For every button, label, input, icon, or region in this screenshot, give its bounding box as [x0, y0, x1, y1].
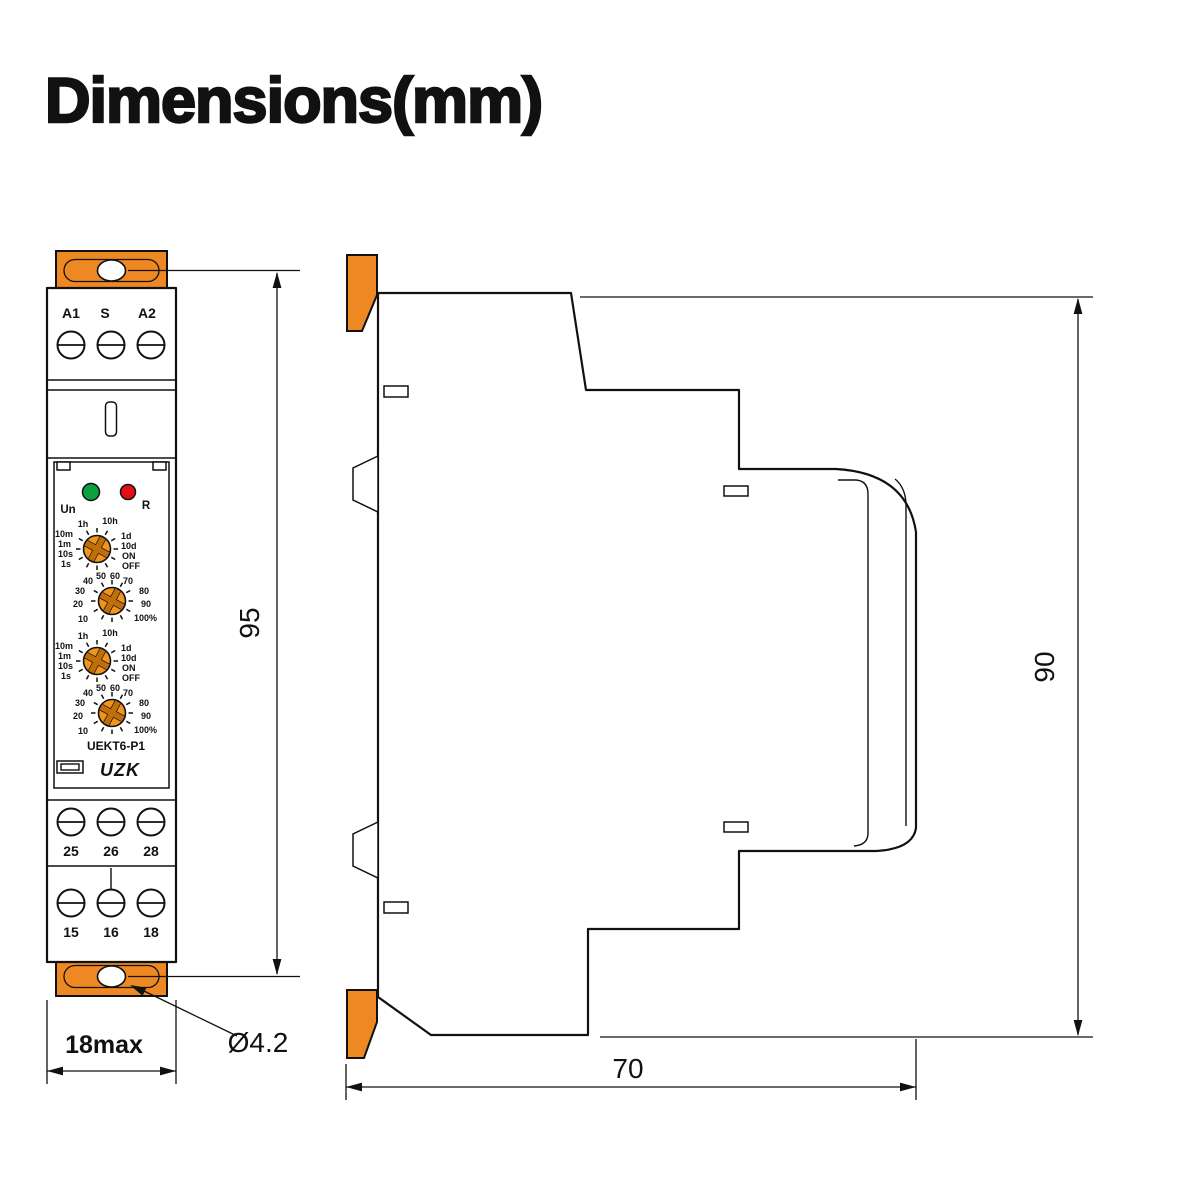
terminal-label: 16 [103, 924, 119, 940]
led-green [81, 482, 101, 502]
dial-label: 10s [58, 549, 73, 559]
terminal-label: A1 [62, 305, 80, 321]
arrowhead-icon [1073, 1020, 1083, 1036]
dial-label: 10d [121, 541, 137, 551]
dim-value: Ø4.2 [228, 1027, 289, 1058]
side-body [376, 291, 918, 1037]
led-red [119, 483, 137, 501]
dial-label: 1h [78, 519, 89, 529]
code-slot-inner [60, 763, 80, 771]
led-green-label: Un [60, 504, 75, 516]
center-slot [104, 401, 118, 437]
dim-side-depth: 70 [345, 1039, 917, 1100]
terminal-row-bottom [58, 890, 165, 917]
side-view: 70 90 [345, 254, 1093, 1100]
dim-side-height: 90 [580, 296, 1093, 1038]
dim-value: 90 [1029, 651, 1060, 682]
page-title: Dimensions(mm) [45, 66, 542, 136]
terminal-label: S [100, 305, 109, 321]
arrowhead-icon [47, 1066, 63, 1076]
dial-label: 10 [78, 614, 88, 624]
dim-front-width: 18max [46, 1000, 177, 1084]
dial-label: 50 [96, 571, 106, 581]
panel-edge-line [838, 479, 869, 847]
dial-cluster-pair: 1h 10h 10m 1m 10s 1s 1d 10d ON OFF 40 50… [55, 516, 157, 624]
dial-label: ON [122, 551, 136, 561]
panel-edge-line [894, 478, 907, 826]
dial-label: OFF [122, 561, 140, 571]
panel-notch [56, 461, 71, 471]
dim-front-height: 95 [128, 269, 300, 978]
terminal-row-top [58, 332, 165, 359]
din-clip-top [346, 254, 378, 332]
terminal-label: 28 [143, 843, 159, 859]
dial-label: 1s [61, 559, 71, 569]
arrowhead-icon [160, 1066, 176, 1076]
dim-hole-callout: Ø4.2 [130, 985, 288, 1058]
terminal-label: 15 [63, 924, 79, 940]
terminal-row-mid [58, 809, 165, 836]
dial-label: 100% [134, 613, 157, 623]
dial-time-labels: 1h 10h 10m 1m 10s 1s 1d 10d ON OFF [55, 516, 141, 571]
arrowhead-icon [1073, 298, 1083, 314]
dim-value: 18max [65, 1031, 143, 1059]
front-view: A1 S A2 Un R 1h 10h 10m 1m 10s 1s 1d 10d… [45, 250, 300, 1084]
arrowhead-icon [130, 985, 147, 996]
dial-label: 70 [123, 576, 133, 586]
din-clip-bottom [346, 989, 378, 1059]
dim-value: 95 [234, 607, 265, 638]
brand-logo: UZK [100, 760, 141, 780]
dial-label: 20 [73, 599, 83, 609]
arrowhead-icon [272, 272, 282, 288]
vent-slot [383, 385, 409, 398]
dim-value: 70 [612, 1053, 643, 1084]
rail-hook-top [352, 454, 379, 514]
terminal-label: 26 [103, 843, 119, 859]
dial-percent-labels: 40 50 60 70 30 20 10 80 90 100% [73, 571, 157, 624]
dial-label: 40 [83, 576, 93, 586]
rail-hook-bottom [352, 820, 379, 880]
dial-label: 10h [102, 516, 118, 526]
vent-slot [723, 485, 749, 497]
arrowhead-icon [900, 1082, 916, 1092]
led-red-label: R [142, 500, 151, 512]
arrowhead-icon [272, 959, 282, 975]
terminal-label: 25 [63, 843, 79, 859]
panel-notch [152, 461, 167, 471]
arrowhead-icon [346, 1082, 362, 1092]
vent-slot [383, 901, 409, 914]
leader-line [143, 990, 238, 1037]
dial-label: 10m [55, 529, 73, 539]
dial-label: 1m [58, 539, 71, 549]
dial-label: 80 [139, 586, 149, 596]
terminal-label: A2 [138, 305, 156, 321]
dial-label: 60 [110, 571, 120, 581]
vent-slot [723, 821, 749, 833]
dial-label: 90 [141, 599, 151, 609]
model-number: UEKT6-P1 [87, 739, 145, 753]
terminal-label: 18 [143, 924, 159, 940]
dial-label: 1d [121, 531, 132, 541]
dial-label: 30 [75, 586, 85, 596]
